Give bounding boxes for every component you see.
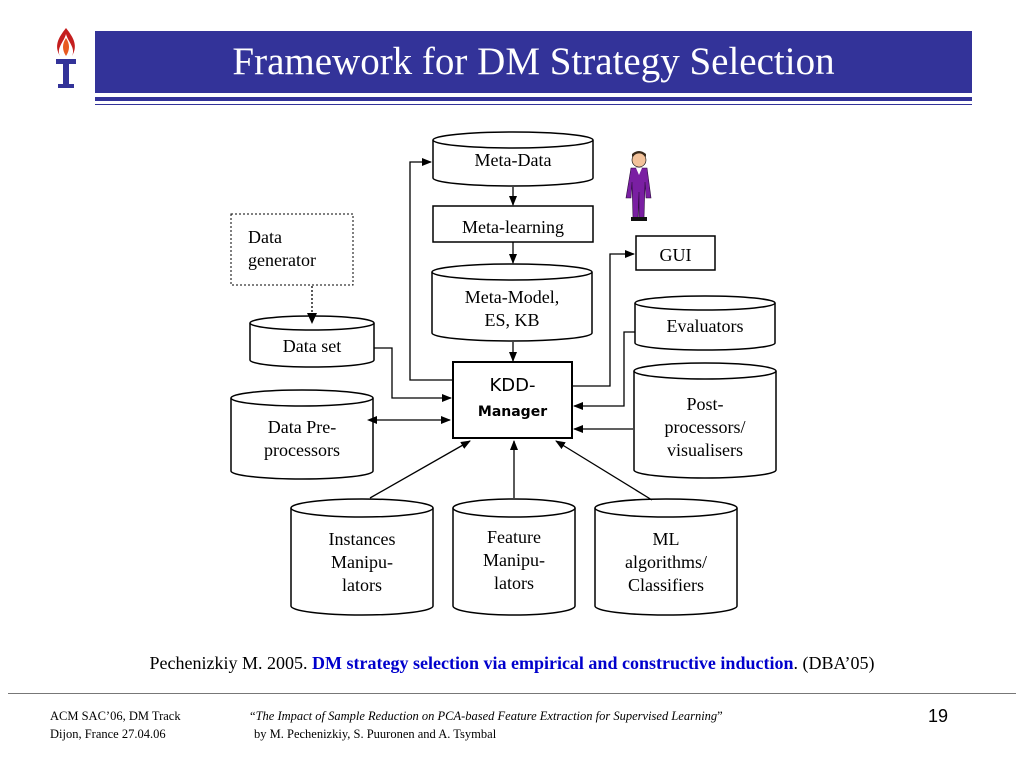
university-torch-logo	[44, 26, 88, 101]
data-preprocessors-label: Data Pre- processors	[231, 416, 373, 462]
ml-line1: ML	[652, 529, 680, 549]
meta-model-cylinder	[431, 263, 593, 342]
data-set-label: Data set	[282, 336, 342, 356]
feature-manipulators-cylinder	[452, 498, 576, 616]
feature-line2: Manipu-	[483, 550, 545, 570]
post-processors-label: Post- processors/ visualisers	[634, 393, 776, 462]
meta-learning-label: Meta-learning	[462, 217, 564, 237]
footer-conference: ACM SAC’06, DM Track Dijon, France 27.04…	[50, 707, 181, 743]
page-number: 19	[928, 706, 949, 726]
title-rule-thin	[95, 104, 972, 105]
ml-line3: Classifiers	[628, 575, 704, 595]
data-generator-line1: Data	[248, 227, 282, 247]
instances-line2: Manipu-	[331, 552, 393, 572]
user-figure-icon	[625, 151, 652, 221]
arrow-kdd-to-metadata	[409, 158, 452, 381]
footer-conference-line2: Dijon, France 27.04.06	[50, 727, 166, 741]
feature-line3: lators	[494, 573, 534, 593]
instances-line3: lators	[342, 575, 382, 595]
arrow-ml-to-kdd	[555, 440, 653, 501]
post-processors-line3: visualisers	[667, 440, 743, 460]
feature-line1: Feature	[487, 527, 541, 547]
ml-line2: algorithms/	[625, 552, 707, 572]
footer-authors: by M. Pechenizkiy, S. Puuronen and A. Ts…	[254, 727, 497, 741]
evaluators-cylinder	[634, 295, 776, 351]
instances-line1: Instances	[328, 529, 396, 549]
post-processors-line2: processors/	[664, 417, 746, 437]
title-bar: Framework for DM Strategy Selection	[95, 31, 972, 93]
arrow-kdd-to-gui	[573, 250, 635, 387]
evaluators-label: Evaluators	[666, 316, 744, 336]
kdd-manager-box	[452, 361, 573, 439]
meta-model-label-line2: ES, KB	[484, 310, 540, 330]
citation: Pechenizkiy M. 2005. DM strategy selecti…	[0, 653, 1024, 674]
citation-prefix: Pechenizkiy M. 2005.	[149, 653, 308, 673]
open-quote: “	[250, 709, 256, 723]
title-rule-thick	[95, 97, 972, 101]
gui-box	[635, 235, 716, 271]
post-processors-line1: Post-	[686, 394, 724, 414]
ml-algorithms-cylinder	[594, 498, 738, 616]
ml-algorithms-label: ML algorithms/ Classifiers	[595, 528, 737, 597]
instances-manipulators-cylinder	[290, 498, 434, 616]
data-preprocessors-cylinder	[230, 389, 374, 480]
data-preprocessors-line1: Data Pre-	[267, 417, 337, 437]
slide-title: Framework for DM Strategy Selection	[232, 40, 835, 83]
gui-label: GUI	[659, 245, 692, 265]
footer-conference-line1: ACM SAC’06, DM Track	[50, 709, 181, 723]
data-generator-label: Data generator	[248, 226, 316, 272]
kdd-manager-line2: Manager	[477, 404, 548, 420]
arrow-dataset-to-kdd	[374, 347, 452, 402]
meta-data-label: Meta-Data	[474, 150, 552, 170]
instances-manipulators-label: Instances Manipu- lators	[291, 528, 433, 597]
meta-learning-box	[432, 205, 594, 243]
kdd-manager-label: KDD- Manager	[453, 373, 572, 425]
data-generator-line2: generator	[248, 250, 316, 270]
feature-manipulators-label: Feature Manipu- lators	[453, 526, 575, 595]
meta-data-cylinder	[432, 131, 594, 187]
data-preprocessors-line2: processors	[264, 440, 340, 460]
footer-rule	[8, 693, 1016, 694]
meta-model-label-line1: Meta-Model,	[464, 287, 560, 307]
arrow-instances-to-kdd	[369, 440, 471, 499]
arrow-evaluators-to-kdd	[573, 331, 635, 410]
footer-paper-title: The Impact of Sample Reduction on PCA-ba…	[255, 709, 718, 723]
citation-link[interactable]: DM strategy selection via empirical and …	[312, 653, 794, 673]
meta-model-label: Meta-Model, ES, KB	[432, 286, 592, 332]
footer-paper: “The Impact of Sample Reduction on PCA-b…	[250, 707, 723, 743]
kdd-manager-line1: KDD-	[489, 375, 536, 396]
citation-suffix: . (DBA’05)	[793, 653, 875, 673]
footer-paper-title-line: “The Impact of Sample Reduction on PCA-b…	[250, 707, 723, 725]
post-processors-cylinder	[633, 362, 777, 479]
close-quote: ”	[717, 709, 723, 723]
data-generator-box	[230, 213, 354, 286]
